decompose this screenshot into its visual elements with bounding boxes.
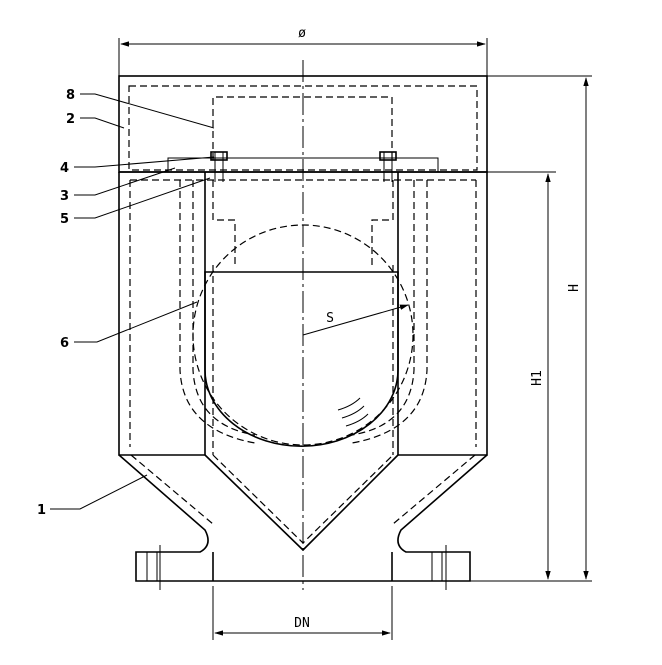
- diameter-dimension: ø: [118, 26, 488, 76]
- svg-text:4: 4: [60, 161, 69, 176]
- float-ball: [192, 224, 414, 447]
- part-label-8: 8: [66, 88, 215, 129]
- svg-text:1: 1: [37, 503, 46, 518]
- dn-label: DN: [294, 616, 310, 631]
- radius-label: S: [326, 311, 334, 326]
- part-label-1: 1: [37, 474, 148, 518]
- height1-label: H1: [530, 370, 545, 386]
- height1-dimension: H1: [487, 171, 556, 580]
- svg-text:2: 2: [66, 112, 75, 127]
- dn-dimension: DN: [212, 586, 393, 640]
- svg-text:8: 8: [66, 88, 75, 103]
- outlet-flange: [118, 454, 488, 590]
- part-label-3: 3: [60, 167, 176, 204]
- svg-text:3: 3: [60, 189, 69, 204]
- radius-dimension: S: [302, 304, 409, 336]
- height-label: H: [567, 284, 582, 292]
- part-label-5: 5: [60, 177, 211, 227]
- part-label-6: 6: [60, 301, 198, 351]
- svg-text:5: 5: [60, 212, 69, 227]
- part-label-2: 2: [66, 112, 125, 129]
- part-label-4: 4: [60, 156, 215, 176]
- height-dimension: H: [470, 75, 592, 582]
- svg-text:6: 6: [60, 336, 69, 351]
- diameter-label: ø: [298, 26, 306, 41]
